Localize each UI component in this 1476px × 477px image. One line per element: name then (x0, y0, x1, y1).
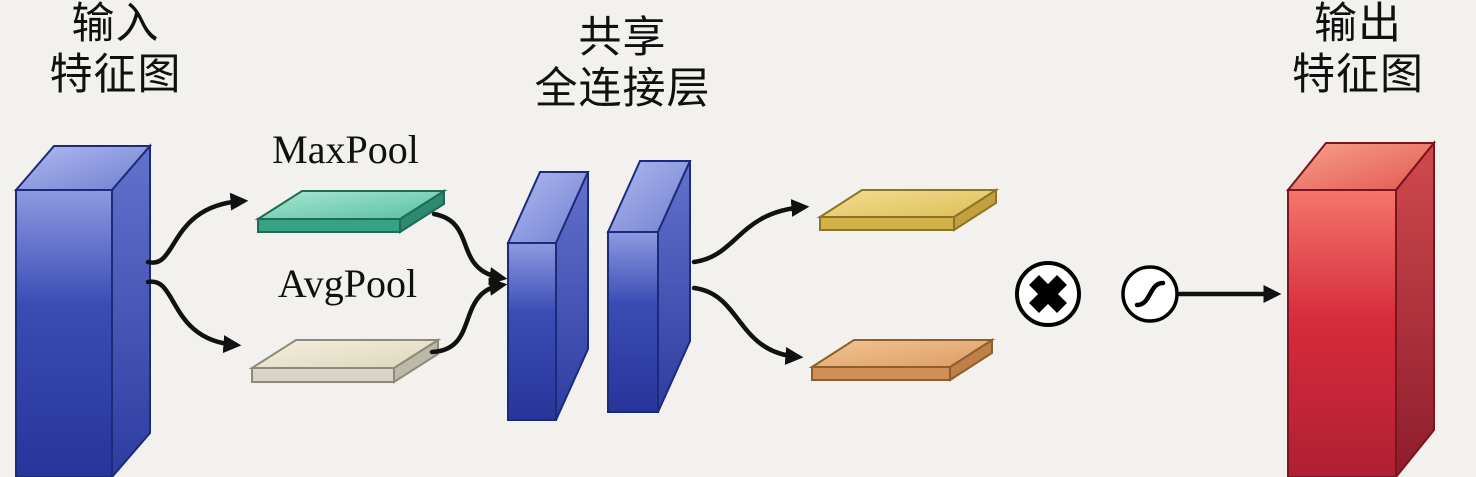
arrow-fc-to-avg-plate (691, 285, 804, 365)
shared-fc-slab-1 (506, 171, 590, 421)
avg-branch-output-plate (808, 338, 996, 382)
output-feature-map-label: 输出 特征图 (1292, 1, 1424, 99)
arrow-input-to-avgpool (145, 279, 242, 354)
sigmoid-icon (1134, 280, 1166, 308)
input-feature-map-label: 输入 特征图 (49, 1, 182, 99)
arrow-maxpool-to-fc (431, 211, 508, 285)
output-feature-map-slab (1285, 140, 1437, 477)
multiply-operator (1015, 261, 1081, 327)
arrow-avgpool-to-fc (429, 277, 508, 355)
sigmoid-operator (1121, 265, 1179, 323)
avgpool-label: AvgPool (277, 261, 418, 306)
arrow-fc-to-max-plate (691, 198, 810, 265)
shared-fc-label: 共享 全连接层 (534, 15, 711, 113)
maxpool-plate (254, 189, 448, 234)
max-branch-output-plate (816, 188, 1000, 232)
avgpool-plate (248, 338, 442, 384)
maxpool-label: MaxPool (272, 127, 419, 172)
shared-fc-slab-2 (606, 160, 692, 413)
arrow-input-to-maxpool (145, 192, 249, 265)
input-feature-map-slab (13, 143, 153, 477)
multiply-icon (1029, 275, 1067, 313)
